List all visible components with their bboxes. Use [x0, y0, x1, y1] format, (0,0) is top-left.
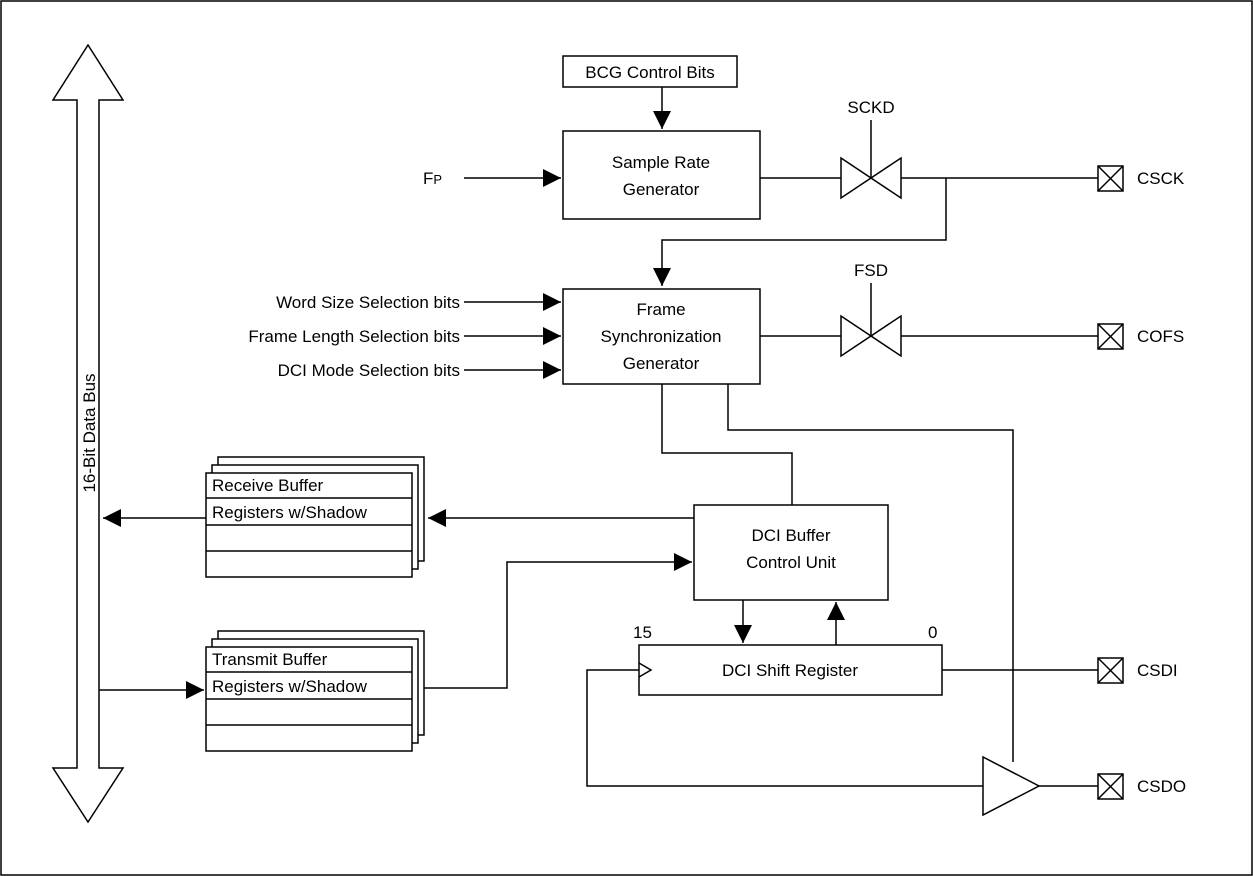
- receive-buffer-label-1: Receive Buffer: [212, 476, 324, 495]
- fp-main-text: F: [423, 169, 433, 188]
- shift-to-driver-wire: [586, 669, 983, 787]
- output-driver-icon: [982, 755, 1041, 817]
- transmit-buffer-label-2: Registers w/Shadow: [212, 677, 368, 696]
- csck-pin-label: CSCK: [1137, 169, 1185, 188]
- csdo-pin-label: CSDO: [1137, 777, 1186, 796]
- dci-mode-label: DCI Mode Selection bits: [278, 361, 460, 380]
- sckd-label: SCKD: [847, 98, 894, 117]
- csck-pin-cross-b: [1097, 165, 1124, 192]
- fp-sub-text: P: [433, 172, 442, 187]
- shift-register-clock-icon: [638, 662, 653, 678]
- receive-buffer-label-2: Registers w/Shadow: [212, 503, 368, 522]
- csdo-pin-cross-b: [1097, 773, 1124, 800]
- dci-shift-register-label: DCI Shift Register: [722, 661, 858, 680]
- transmit-to-bcu-arrow: [424, 553, 692, 689]
- frame-length-label: Frame Length Selection bits: [248, 327, 460, 346]
- bit-0-label: 0: [928, 623, 937, 642]
- dci-shift-register-box: [638, 644, 943, 696]
- fsg-to-buffer-wire: [661, 384, 793, 505]
- bcg-control-bits-label: BCG Control Bits: [585, 63, 714, 82]
- fsd-label: FSD: [854, 261, 888, 280]
- sample-rate-generator-box: [562, 130, 761, 220]
- transmit-buffer-label-1: Transmit Buffer: [212, 650, 328, 669]
- cofs-pin-label: COFS: [1137, 327, 1184, 346]
- fsg-to-driver-wire: [727, 384, 1014, 762]
- csdi-pin-cross-b: [1097, 657, 1124, 684]
- dci-buffer-control-unit-box: [693, 504, 889, 601]
- word-size-label: Word Size Selection bits: [276, 293, 460, 312]
- sample-rate-generator-label-1: Sample Rate: [612, 153, 710, 172]
- data-bus-arrow: [51, 43, 125, 824]
- dci-buffer-control-unit-label-1: DCI Buffer: [751, 526, 830, 545]
- cofs-pin-cross-b: [1097, 323, 1124, 350]
- bit-15-label: 15: [633, 623, 652, 642]
- clock-to-fsg-arrow: [653, 178, 947, 286]
- fp-input-label: FP: [423, 169, 442, 188]
- frame-sync-generator-label-1: Frame: [636, 300, 685, 319]
- frame-sync-generator-label-2: Synchronization: [601, 327, 722, 346]
- dci-buffer-control-unit-label-2: Control Unit: [746, 553, 836, 572]
- bcg-control-bits-box: [562, 55, 738, 88]
- sample-rate-generator-label-2: Generator: [623, 180, 700, 199]
- frame-sync-generator-label-3: Generator: [623, 354, 700, 373]
- csdi-pin-label: CSDI: [1137, 661, 1178, 680]
- data-bus-label: 16-Bit Data Bus: [80, 373, 99, 492]
